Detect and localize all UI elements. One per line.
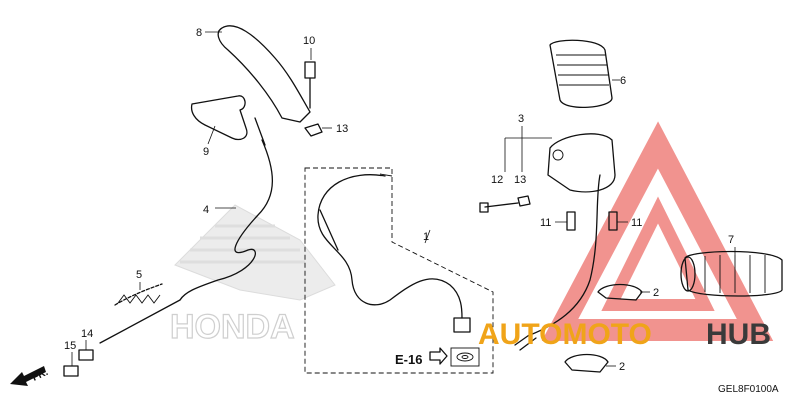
callout-13-right: 13: [514, 174, 526, 186]
bolt-11-left: [566, 211, 576, 231]
bolt-10: [304, 61, 316, 109]
throttle-grip: [549, 39, 613, 109]
callout-14: 14: [81, 328, 93, 340]
callout-15: 15: [64, 340, 76, 352]
callout-10: 10: [303, 35, 315, 47]
callouts: 8 10 13 9 4 5 14 15 1 6 3 12 13 11 11 7 …: [64, 27, 734, 373]
reference-e16: E-16: [395, 347, 480, 367]
switch-housing: [547, 133, 616, 193]
wordmark-automoto: AUTOMOTO: [478, 318, 652, 351]
honda-wing-watermark: HONDA: [169, 204, 336, 347]
clip-2-lower: [564, 353, 609, 373]
automotohub-triangle: [541, 121, 774, 341]
clutch-lever: [217, 25, 311, 123]
nut-13-left: [304, 123, 323, 137]
honda-wordmark: HONDA: [170, 308, 295, 346]
clip-2-upper: [597, 283, 643, 301]
callout-9: 9: [203, 146, 209, 158]
automotohub-wordmark: AUTOMOTO HUB: [478, 318, 771, 351]
spring-5: [117, 294, 161, 304]
callout-2-upper: 2: [653, 287, 659, 299]
grip-7: [680, 250, 783, 297]
callout-3: 3: [518, 113, 524, 125]
diagram-code: GEL8F0100A: [718, 384, 779, 395]
callout-5: 5: [136, 269, 142, 281]
throttle-cable-group: [304, 167, 494, 374]
wordmark-hub: HUB: [706, 318, 771, 351]
callout-2-lower: 2: [619, 361, 625, 373]
callout-11-right: 11: [631, 217, 642, 229]
bolt-11-right: [608, 211, 618, 231]
collar-15: [63, 365, 79, 377]
callout-6: 6: [620, 75, 626, 87]
front-direction-label: FR.: [31, 367, 50, 384]
callout-11-left: 11: [540, 217, 551, 229]
nut-13-right: [517, 195, 531, 207]
collar-14: [78, 349, 94, 361]
leader-lines: [71, 31, 736, 367]
callout-1: 1: [423, 231, 429, 243]
bolt-12: [479, 202, 519, 213]
reference-label: E-16: [395, 352, 422, 367]
callout-12: 12: [491, 174, 503, 186]
switch-harness: [514, 174, 601, 351]
callout-4: 4: [203, 204, 209, 216]
callout-8: 8: [196, 27, 202, 39]
lever-bracket: [190, 95, 248, 141]
clutch-cable-group: [99, 117, 274, 344]
front-direction-indicator: FR.: [10, 366, 50, 386]
callout-7: 7: [728, 234, 734, 246]
adjuster-nut: [453, 317, 471, 333]
callout-13-left: 13: [336, 123, 348, 135]
